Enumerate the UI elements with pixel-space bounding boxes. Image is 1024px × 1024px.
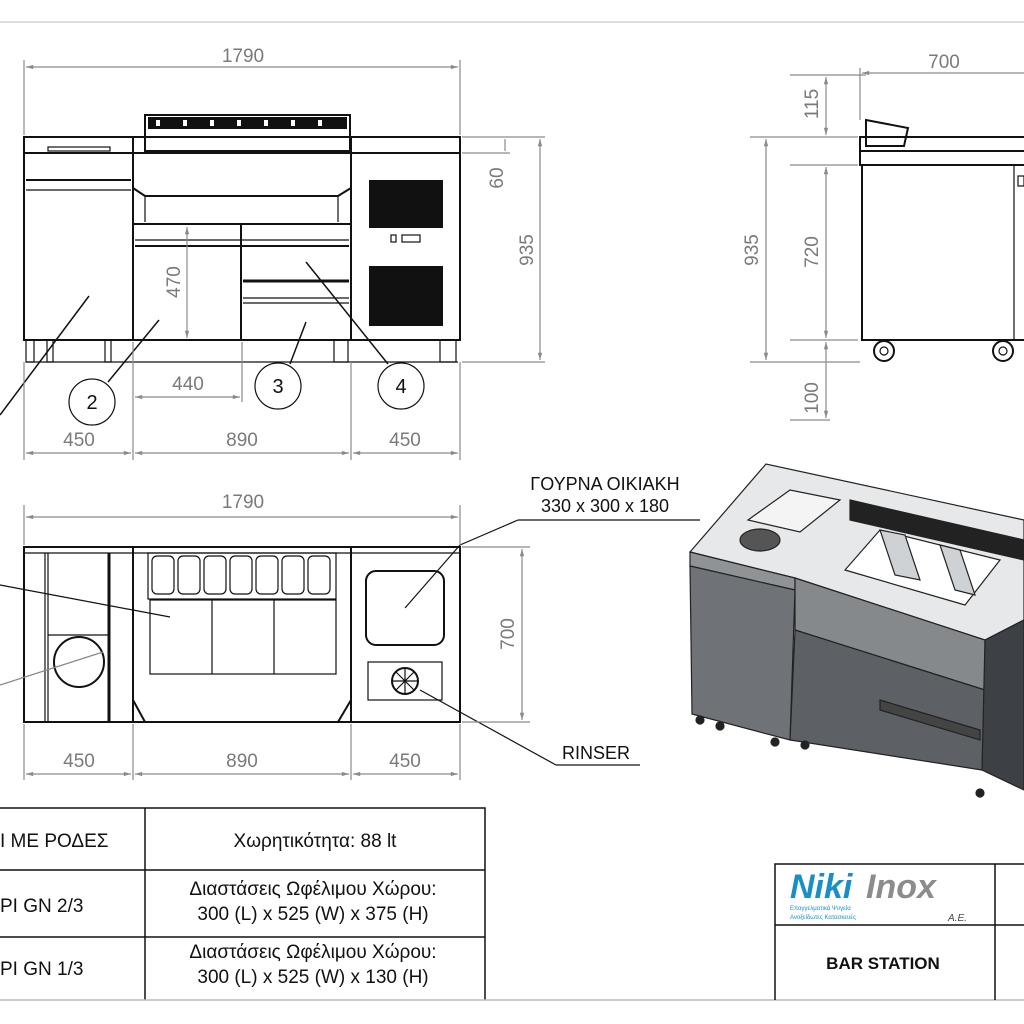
- nikiinox-logo: Niki Inox Α.Ε. Επαγγελματικά Ψυγεία Ανοξ…: [790, 868, 967, 924]
- spec-table: Ι ΜΕ ΡΟΔΕΣ Χωρητικότητα: 88 lt ΡΙ GN 2/3…: [0, 807, 1024, 1001]
- spec-row-desc-dims: 300 (L) x 525 (W) x 130 (H): [197, 967, 428, 988]
- top-view: ΓΟΥΡΝΑ ΟΙΚΙΑΚΗ 330 x 300 x 180 RINSER 17…: [0, 474, 700, 780]
- dim-total-height: 935: [517, 234, 538, 266]
- front-view: 2 3 4 1790 60 935 470 440 450 890 450: [0, 46, 545, 460]
- spec-row-item: ΡΙ GN 1/3: [0, 959, 83, 980]
- balloon-2: [68, 378, 116, 426]
- svg-text:Ανοξείδωτες Κατασκευές: Ανοξείδωτες Κατασκευές: [790, 914, 856, 921]
- svg-text:Inox: Inox: [866, 868, 938, 906]
- balloon-label: 3: [272, 376, 283, 398]
- dim-module-center: 890: [226, 430, 258, 451]
- spec-row-item: Ι ΜΕ ΡΟΔΕΣ: [0, 831, 109, 852]
- balloon-3: [254, 362, 302, 410]
- spec-row-desc: Χωρητικότητα: 88 lt: [234, 831, 398, 852]
- dim-body-height: 720: [802, 236, 823, 268]
- dim-top-height: 60: [487, 167, 508, 188]
- spec-row-desc: Διαστάσεις Ωφέλιμου Χώρου:: [189, 942, 436, 963]
- spec-row-desc-dims: 300 (L) x 525 (W) x 375 (H): [197, 904, 428, 925]
- dim-top-depth: 700: [498, 618, 519, 650]
- dim-top-module-center: 890: [226, 751, 258, 772]
- dim-drawer-width: 440: [172, 374, 204, 395]
- dim-drawer-height: 470: [164, 266, 185, 298]
- balloon-label: 2: [86, 392, 97, 414]
- dim-top-module-right: 450: [389, 751, 421, 772]
- dim-top-overall-width: 1790: [222, 492, 264, 513]
- side-view: 700 115 935 720 100: [742, 52, 1024, 421]
- dim-side-total-height: 935: [742, 234, 763, 266]
- svg-text:Niki: Niki: [790, 868, 854, 906]
- sink-dimensions: 330 x 300 x 180: [541, 496, 669, 516]
- spec-row-item: ΡΙ GN 2/3: [0, 896, 83, 917]
- svg-text:Α.Ε.: Α.Ε.: [947, 913, 967, 924]
- spec-row-desc: Διαστάσεις Ωφέλιμου Χώρου:: [189, 879, 436, 900]
- isometric-view: [688, 463, 1024, 798]
- dim-depth: 700: [928, 52, 960, 73]
- svg-text:Επαγγελματικά Ψυγεία: Επαγγελματικά Ψυγεία: [790, 905, 851, 912]
- sink-label: ΓΟΥΡΝΑ ΟΙΚΙΑΚΗ: [530, 474, 679, 494]
- rinser-label: RINSER: [562, 743, 630, 763]
- dim-overall-width: 1790: [222, 46, 264, 67]
- dim-top-module-left: 450: [63, 751, 95, 772]
- dim-leg-height: 100: [802, 382, 823, 414]
- drawing-title: BAR STATION: [826, 954, 940, 973]
- dim-rack-height: 115: [802, 89, 823, 119]
- balloon-4: [377, 362, 425, 410]
- title-block: Niki Inox Α.Ε. Επαγγελματικά Ψυγεία Ανοξ…: [774, 863, 1024, 1000]
- dim-module-right: 450: [389, 430, 421, 451]
- dim-module-left: 450: [63, 430, 95, 451]
- balloon-label: 4: [395, 376, 406, 398]
